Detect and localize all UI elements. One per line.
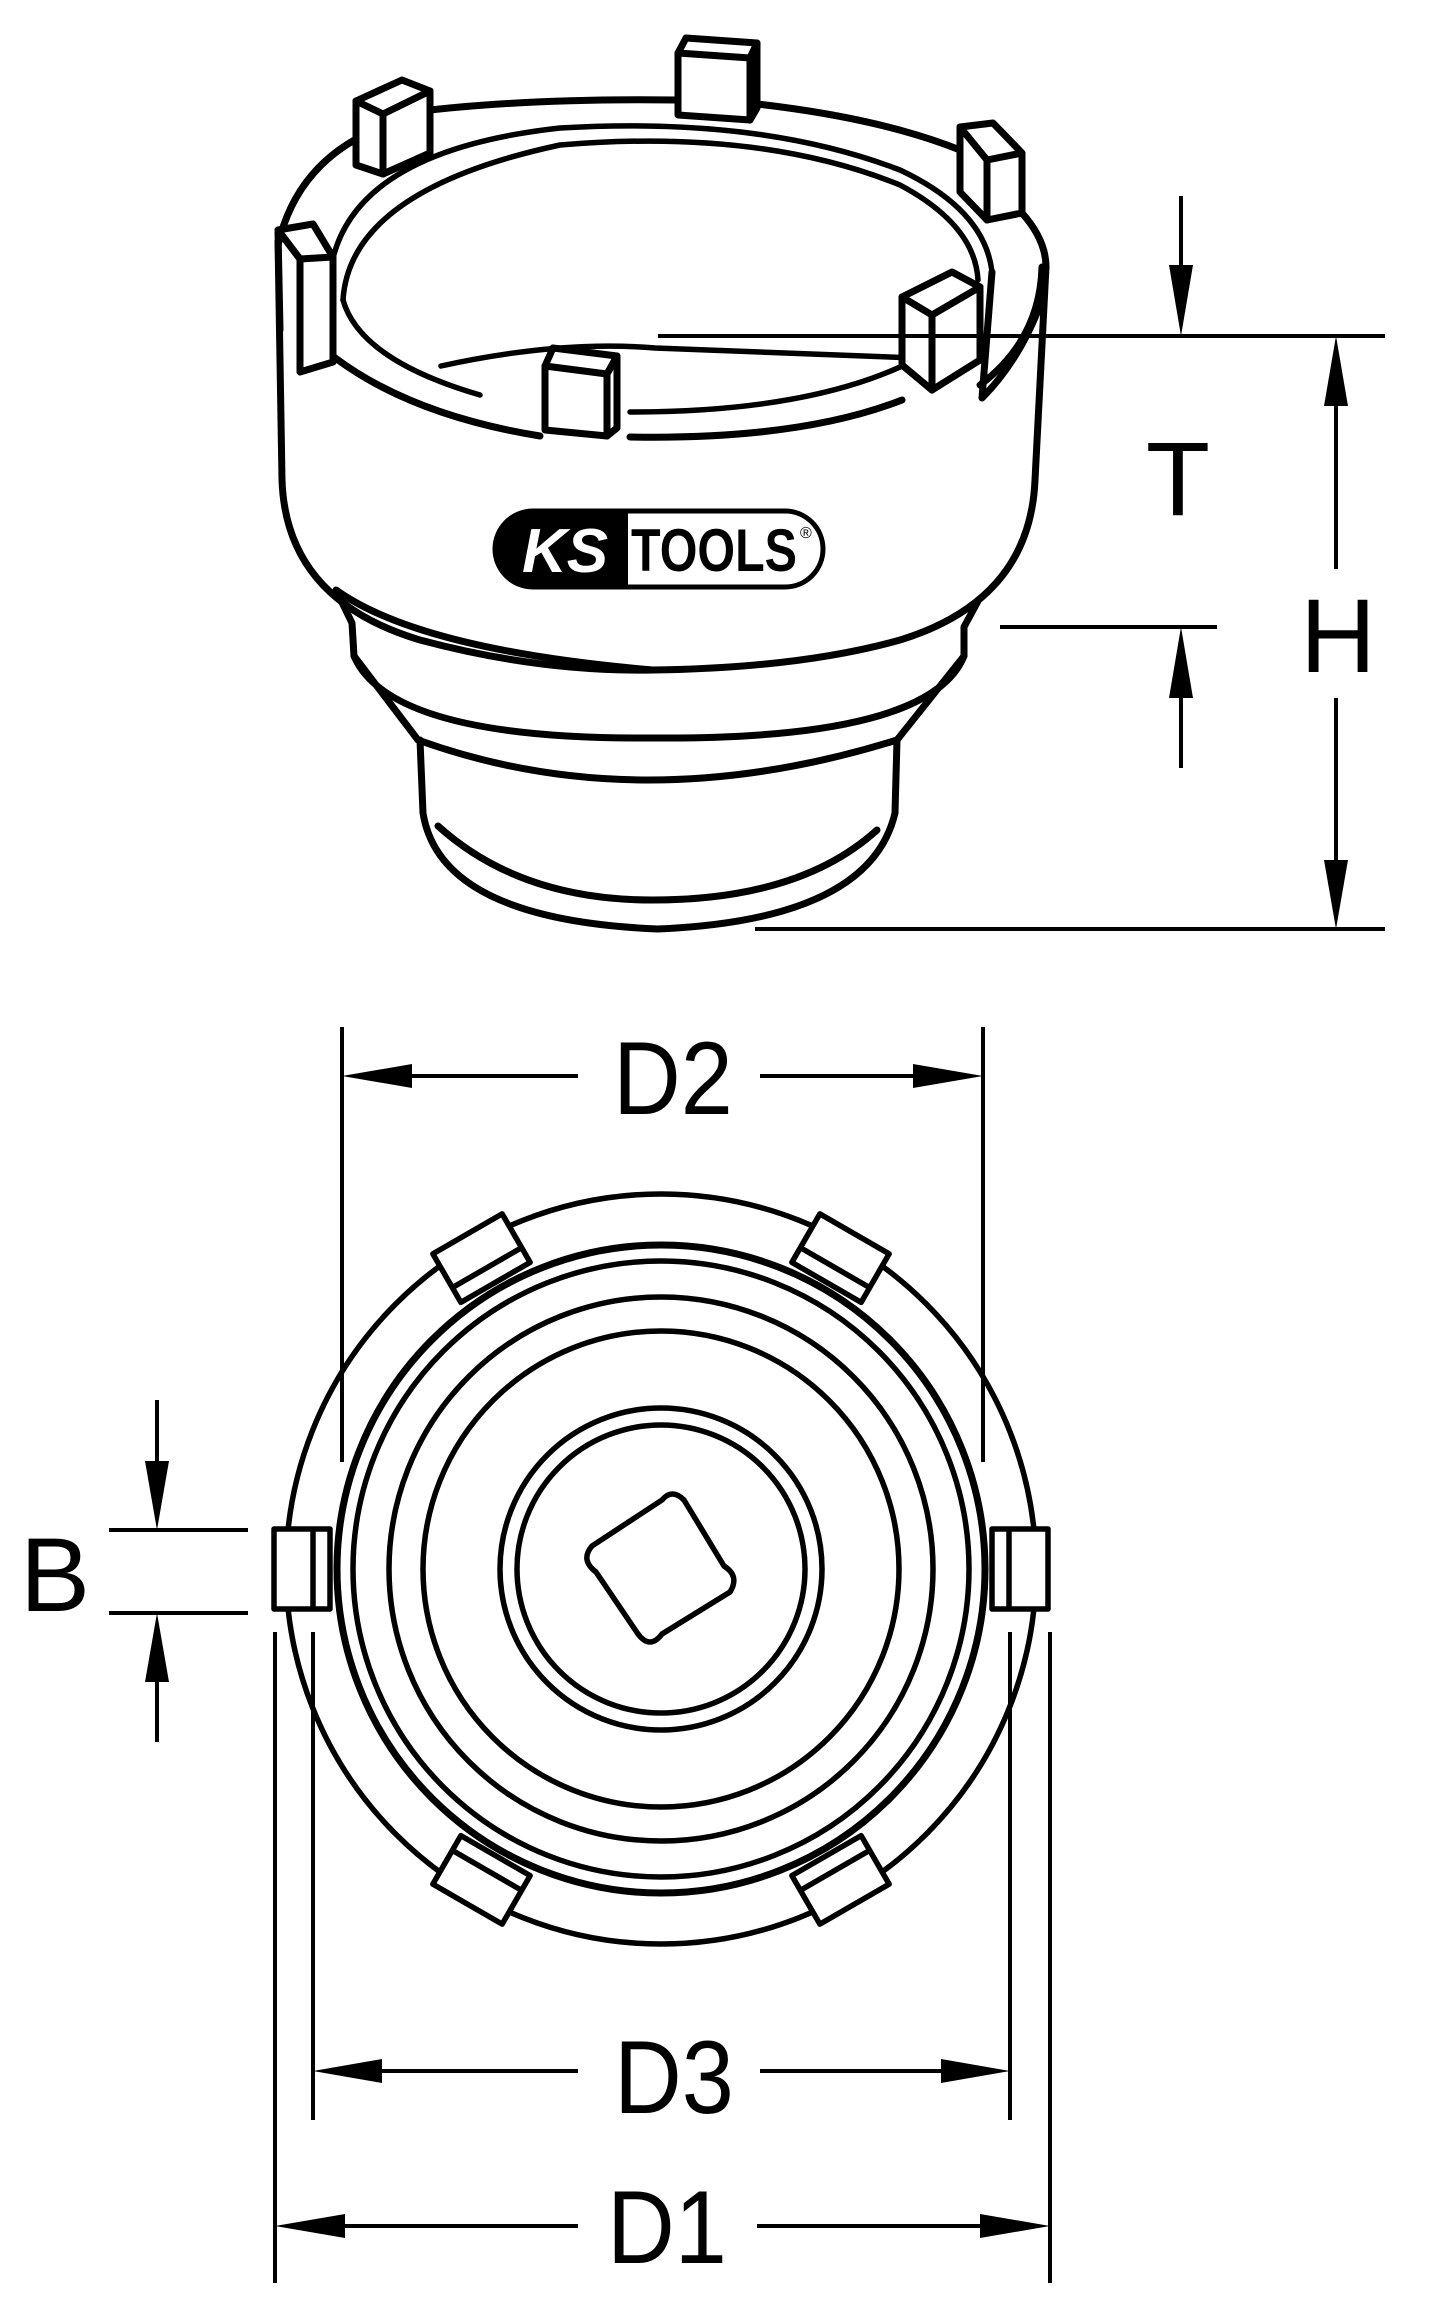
dimension-label-d2: D2 [613,1019,733,1136]
dimension-label-d1: D1 [607,2168,727,2285]
dimension-d1: D1 [273,1632,1052,2285]
dimension-label-h: H [1300,578,1376,695]
outer-circle [283,1191,1039,1947]
tooth-front-right [898,268,984,394]
ring-3 [350,1258,972,1880]
tooth-left [274,220,337,376]
logo-ks-text: KS [522,517,608,586]
dimension-h: H [755,336,1385,931]
tooth-upper-left [352,76,434,178]
ring-7 [514,1422,808,1716]
logo-tools-text: TOOLS [631,517,797,584]
dimension-label-d3: D3 [614,2018,734,2135]
socket-lower-bands [332,586,988,933]
dimension-d3: D3 [311,1632,1012,2135]
ring-6 [497,1405,825,1733]
socket-teeth [274,34,1026,440]
ks-tools-logo: KS TOOLS ® [492,508,826,590]
tooth-front [541,344,621,440]
tooth-upper-left [430,1211,533,1306]
tooth-right [989,1526,1051,1612]
dimension-t: T [658,196,1385,768]
dimension-b: B [20,1400,248,1742]
tooth-lower-left [430,1832,533,1927]
ring-5 [420,1328,902,1810]
tooth-upper-right [789,1211,892,1306]
socket-top-view [271,1191,1051,1947]
dimension-label-t: T [1146,421,1210,538]
socket-main-body [274,239,1050,674]
square-drive-icon [584,1491,737,1645]
tooth-left [271,1526,333,1612]
dimension-label-b: B [20,1517,90,1634]
tooth-lower-right [789,1832,892,1927]
ring-4 [386,1294,936,1844]
ring-2 [333,1241,989,1897]
dimension-d2: D2 [340,1019,985,1462]
logo-registered-mark: ® [800,525,812,542]
tooth-top [674,34,761,124]
socket-top-rim [274,96,1050,441]
top-view-teeth [271,1211,1051,1927]
tooth-upper-right [956,119,1026,224]
socket-side-view: KS TOOLS ® [274,34,1050,933]
